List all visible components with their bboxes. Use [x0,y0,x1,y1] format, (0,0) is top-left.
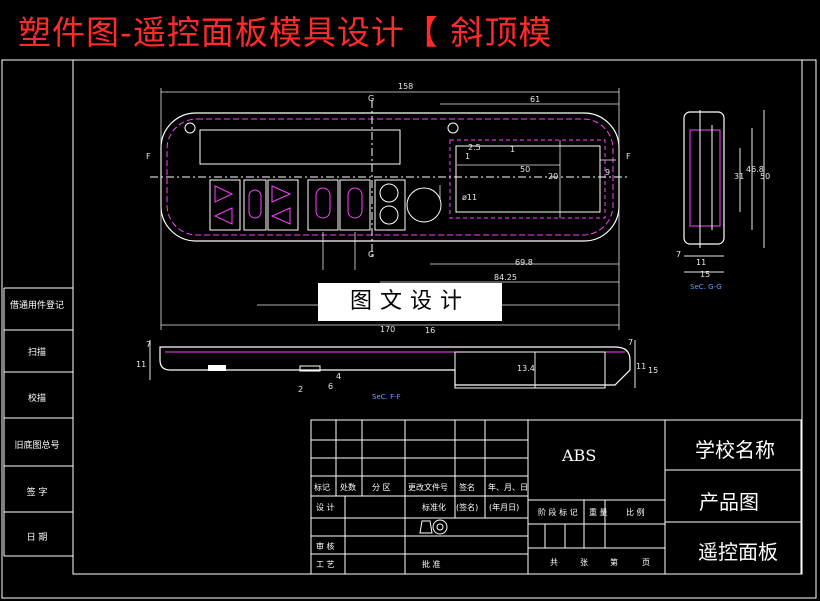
side-label-old-number: 旧底图总号 [14,441,60,451]
tb-material: ABS [562,446,597,465]
section-gg [683,110,765,273]
dim-2-5: 2.5 [468,143,481,152]
tb-page: 页 [642,558,650,567]
dim-7b: 7 [628,338,634,347]
tb-review: 审 核 [316,542,335,551]
tb-date: (年月日) [489,503,520,512]
dim-13-4: 13.4 [517,364,535,373]
tb-school-name: 学校名称 [695,438,775,462]
dim-7c: 7 [676,250,682,259]
tb-part-name: 遥控面板 [698,540,778,564]
tb-header-mark: 标记 [314,483,330,492]
side-label-borrow: 借通用件登记 [9,301,64,311]
view-label-g-top: G [368,94,375,103]
side-label-scan: 扫描 [27,348,46,358]
view-label-f-left: F [146,152,151,161]
dim-50: 50 [520,165,531,174]
design-banner: 图文设计 [318,283,502,321]
tb-weight: 重 量 [589,508,608,517]
dim-15b: 15 [700,270,711,279]
tb-stage-mark: 阶 段 标 记 [538,508,578,517]
dim-31: 31 [734,172,745,181]
tb-header-sign: 签名 [459,483,475,492]
tb-header-count: 处数 [340,483,356,492]
dim-170: 170 [380,325,396,334]
dim-11d: 11 [696,258,707,267]
dim-15a: 15 [648,366,659,375]
tb-sheets: 张 [580,558,588,567]
tb-scale: 比 例 [626,508,645,517]
drawing-title: 塑件图-遥控面板模具设计【 斜顶模 [18,13,553,52]
dim-158: 158 [398,82,414,91]
tb-no: 第 [610,558,618,567]
tb-signature: (签名) [456,503,479,512]
tb-standardize: 标准化 [422,503,446,512]
tb-total: 共 [550,558,558,567]
dim-2: 2 [298,385,304,394]
outer-frame [1,59,817,599]
side-label-trace: 校描 [27,394,46,404]
dim-6: 6 [328,382,334,391]
dim-9: 9 [605,168,611,177]
dim-11b: 11 [136,360,147,369]
tb-header-date: 年、月、日 [488,483,528,492]
title-block [310,419,802,575]
side-label-signature: 签 字 [26,488,48,498]
view-label-f-right: F [626,152,631,161]
section-label-gg: SeC. G-G [690,283,722,291]
tb-header-zone: 分 区 [372,483,391,492]
dim-46-8: 46.8 [746,165,764,174]
section-label-ff: SeC. F-F [372,393,401,401]
side-table [3,287,73,557]
dim-1a: 1 [465,152,471,161]
dim-11-dia: ø11 [462,193,478,202]
dim-69-8: 69.8 [515,258,533,267]
tb-process: 工 艺 [316,560,335,569]
tb-product-drawing: 产品图 [699,490,759,514]
dim-84-25: 84.25 [494,273,517,282]
tb-design: 设 计 [316,503,335,512]
dim-4: 4 [336,372,342,381]
dim-11c: 11 [636,362,647,371]
dim-1b: 1 [510,145,516,154]
tb-approve: 批 准 [422,560,441,569]
dim-50b: 50 [760,172,771,181]
view-label-g-bottom: G [368,250,375,259]
section-ff [149,340,636,389]
dim-7a: 7 [146,340,152,349]
dim-61: 61 [530,95,541,104]
side-label-date: 日 期 [26,533,48,543]
dim-20: 20 [548,172,559,181]
tb-header-change-doc: 更改文件号 [408,483,448,492]
dim-16: 16 [425,326,436,335]
